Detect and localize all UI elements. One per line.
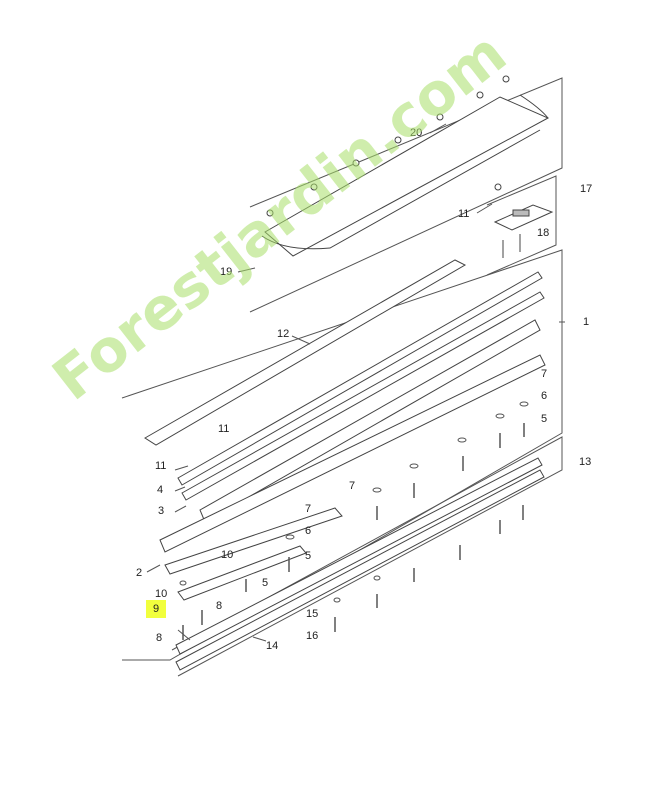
frame-side-assembly: [486, 175, 557, 276]
callout-2: 2: [136, 567, 143, 579]
callout-7: 7: [541, 368, 548, 380]
washers: [179, 401, 529, 603]
part-4-strip: [177, 271, 543, 486]
callout-11: 11: [155, 460, 167, 472]
frame-main-assembly: [121, 249, 563, 661]
callout-12: 12: [277, 328, 290, 340]
callout-18: 18: [537, 227, 550, 239]
callout-9-highlighted: 9: [146, 600, 167, 618]
part-18-clip: [493, 204, 554, 258]
callout-13: 13: [579, 456, 592, 468]
callout-8: 8: [156, 632, 163, 644]
callout-6: 6: [305, 525, 312, 537]
callout-14: 14: [266, 640, 279, 652]
callout-15: 15: [306, 608, 319, 620]
callout-1: 1: [583, 316, 590, 328]
part-3-strip: [181, 291, 545, 501]
callout-20: 20: [410, 127, 423, 139]
callout-19: 19: [220, 266, 233, 278]
bolts: [182, 423, 525, 640]
callout-10: 10: [221, 549, 234, 561]
frame-top-assembly: [249, 77, 563, 313]
part-blade-upper: [199, 319, 541, 523]
callout-16: 16: [306, 630, 319, 642]
callout-17: 17: [580, 183, 593, 195]
callout-4: 4: [157, 484, 164, 496]
part-20-holes: [266, 75, 510, 217]
part-2-bar: [164, 507, 343, 601]
callout-5: 5: [541, 413, 548, 425]
callout-7: 7: [349, 480, 356, 492]
callout-11: 11: [458, 208, 470, 220]
part-blade-lower: [159, 354, 546, 553]
callout-6: 6: [541, 390, 548, 402]
part-14-bar: [175, 457, 545, 671]
callout-7: 7: [305, 503, 312, 515]
callout-5: 5: [262, 577, 269, 589]
part-20-top-cover: [261, 94, 550, 257]
callout-8: 8: [216, 600, 223, 612]
callout-5: 5: [305, 550, 312, 562]
callout-3: 3: [158, 505, 165, 517]
callout-10: 10: [155, 588, 168, 600]
leader-lines: [146, 123, 565, 642]
callout-11: 11: [218, 423, 230, 435]
part-12-strip: [144, 259, 467, 446]
frame-lower-assembly: [171, 436, 563, 677]
